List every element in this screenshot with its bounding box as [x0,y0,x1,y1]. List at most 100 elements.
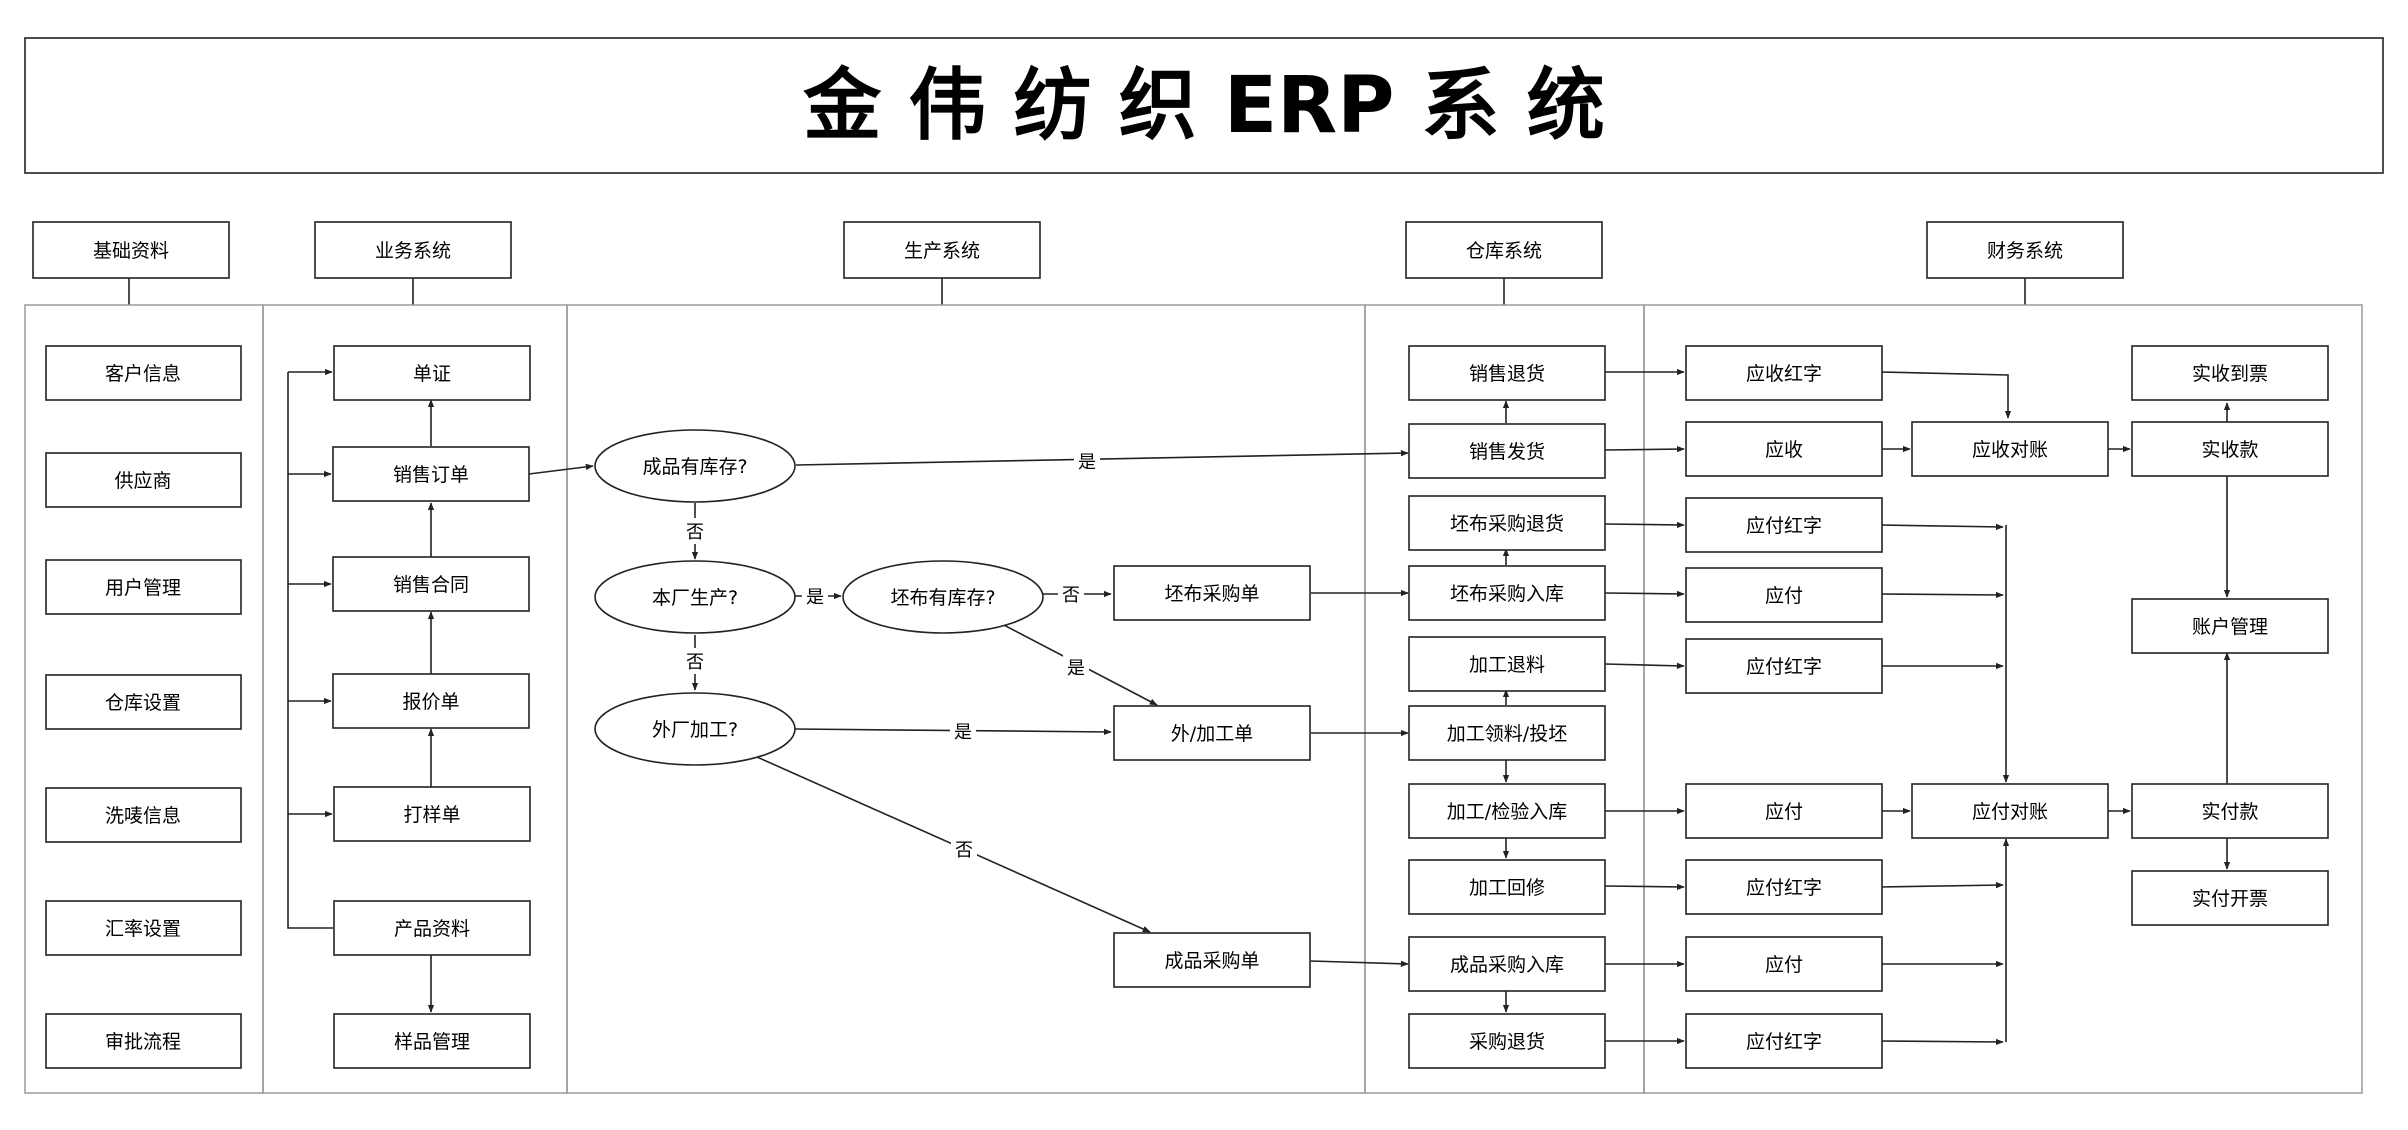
svg-text:本厂生产?: 本厂生产? [652,587,738,609]
node-finished-purchase-order: 成品采购单 [1113,932,1311,988]
node-sales-contract: 销售合同 [332,556,530,612]
label-outsourced-yes: 是 [950,718,976,744]
svg-text:是: 是 [806,587,824,608]
label-grey-stock-no: 否 [1058,581,1084,607]
svg-text:基础资料: 基础资料 [93,240,169,262]
svg-text:是: 是 [1067,658,1085,679]
node-received-invoice: 实收到票 [2131,345,2329,401]
node-grey-purchase-order: 坯布采购单 [1113,565,1311,621]
svg-text:否: 否 [686,652,704,673]
svg-text:报价单: 报价单 [402,691,459,713]
svg-text:财务系统: 财务系统 [1987,240,2063,262]
node-received-payment: 实收款 [2131,421,2329,477]
svg-text:仓库设置: 仓库设置 [105,692,181,714]
node-ar-red: 应收红字 [1685,345,1883,401]
svg-text:应付: 应付 [1765,954,1803,976]
node-finished-purchase-in: 成品采购入库 [1408,936,1606,992]
svg-text:是: 是 [1078,452,1096,473]
node-ar-reconcile: 应收对账 [1911,421,2109,477]
svg-text:实收款: 实收款 [2201,439,2258,461]
svg-text:实付款: 实付款 [2201,801,2258,823]
label-own-production-yes: 是 [802,583,828,609]
node-processing-return: 加工退料 [1408,636,1606,692]
label-finished-stock-yes: 是 [1074,448,1100,474]
node-account-mgmt: 账户管理 [2131,598,2329,654]
svg-text:业务系统: 业务系统 [375,240,451,262]
node-sales-return: 销售退货 [1408,345,1606,401]
svg-text:坯布采购入库: 坯布采购入库 [1450,583,1564,605]
label-outsourced-no: 否 [951,836,977,862]
svg-text:销售订单: 销售订单 [393,464,469,486]
node-processing-inspect-in: 加工/检验入库 [1408,783,1606,839]
node-warehouse-setup: 仓库设置 [45,674,242,730]
svg-text:坯布采购退货: 坯布采购退货 [1450,513,1564,535]
svg-text:客户信息: 客户信息 [105,363,181,385]
svg-text:成品采购入库: 成品采购入库 [1450,954,1564,976]
svg-text:产品资料: 产品资料 [394,918,470,940]
svg-text:成品采购单: 成品采购单 [1164,950,1259,972]
svg-text:是: 是 [954,722,972,743]
node-processing-issue: 加工领料/投坯 [1408,705,1606,761]
decision-finished-stock: 成品有库存? [594,429,796,503]
category-headers: 基础资料 业务系统 生产系统 仓库系统 财务系统 [32,221,2124,305]
basic-items: 客户信息 供应商 用户管理 仓库设置 洗唛信息 汇率设置 审批流程 [45,345,242,1069]
edge-labels: 是 否 是 否 是 否 是 否 [682,448,1100,862]
svg-text:加工回修: 加工回修 [1469,877,1545,899]
production-nodes: 成品有库存? 本厂生产? 坯布有库存? 外厂加工? 坯布采购单 外/加工单 成品… [594,429,1311,988]
node-customer-info: 客户信息 [45,345,242,401]
node-payment-invoice: 实付开票 [2131,870,2329,926]
node-approval-flow: 审批流程 [45,1013,242,1069]
svg-text:应付: 应付 [1765,801,1803,823]
category-finance: 财务系统 [1926,221,2124,279]
svg-text:应收红字: 应收红字 [1746,363,1822,385]
node-purchase-return: 采购退货 [1408,1013,1606,1069]
svg-text:汇率设置: 汇率设置 [105,918,181,940]
section-panels [24,304,2363,1094]
svg-text:成品有库存?: 成品有库存? [642,456,747,478]
node-user-mgmt: 用户管理 [45,559,242,615]
title-box: 金 伟 纺 织 ERP 系 统 [24,37,2384,174]
node-sample-order: 打样单 [333,786,531,842]
svg-text:加工领料/投坯: 加工领料/投坯 [1447,723,1567,745]
node-ap-3: 应付 [1685,936,1883,992]
node-ap-red-1: 应付红字 [1685,497,1883,553]
svg-text:应付对账: 应付对账 [1972,801,2048,823]
svg-text:账户管理: 账户管理 [2192,616,2268,638]
svg-text:应付红字: 应付红字 [1746,515,1822,537]
warehouse-items: 销售退货 销售发货 坯布采购退货 坯布采购入库 加工退料 加工领料/投坯 加工/… [1408,345,1606,1069]
svg-text:加工/检验入库: 加工/检验入库 [1447,801,1567,823]
label-finished-stock-no: 否 [682,518,708,544]
svg-text:坯布有库存?: 坯布有库存? [890,587,995,609]
node-product-info: 产品资料 [333,900,531,956]
node-supplier: 供应商 [45,452,242,508]
node-care-label-info: 洗唛信息 [45,787,242,843]
svg-text:应付: 应付 [1765,585,1803,607]
decision-outsourced: 外厂加工? [594,692,796,766]
node-sales-delivery: 销售发货 [1408,423,1606,479]
node-sample-mgmt: 样品管理 [333,1013,531,1069]
svg-text:应付红字: 应付红字 [1746,1031,1822,1053]
svg-text:加工退料: 加工退料 [1469,654,1545,676]
svg-text:样品管理: 样品管理 [394,1031,470,1053]
decision-grey-stock: 坯布有库存? [842,560,1044,634]
panel-finance [1643,304,2363,1094]
diagram-title: 金 伟 纺 织 ERP 系 统 [802,61,1604,151]
node-ap-red-4: 应付红字 [1685,1013,1883,1069]
node-ap-red-3: 应付红字 [1685,859,1883,915]
svg-text:实付开票: 实付开票 [2192,888,2268,910]
svg-text:仓库系统: 仓库系统 [1466,240,1542,262]
svg-text:否: 否 [686,522,704,543]
node-grey-purchase-in: 坯布采购入库 [1408,565,1606,621]
svg-text:销售发货: 销售发货 [1469,441,1545,463]
svg-text:应付红字: 应付红字 [1746,656,1822,678]
node-outsourcing-order: 外/加工单 [1113,705,1311,761]
finance-items: 应收红字 应收 应收对账 应付红字 应付 应付红字 应付 应付对账 应付红字 应… [1685,345,2329,1069]
svg-text:生产系统: 生产系统 [904,240,980,262]
svg-text:审批流程: 审批流程 [105,1031,181,1053]
svg-text:否: 否 [955,840,973,861]
node-grey-purchase-return: 坯布采购退货 [1408,495,1606,551]
decision-own-production: 本厂生产? [594,560,796,634]
svg-text:销售合同: 销售合同 [393,574,469,596]
label-grey-stock-yes: 是 [1063,654,1089,680]
svg-text:洗唛信息: 洗唛信息 [105,805,181,827]
